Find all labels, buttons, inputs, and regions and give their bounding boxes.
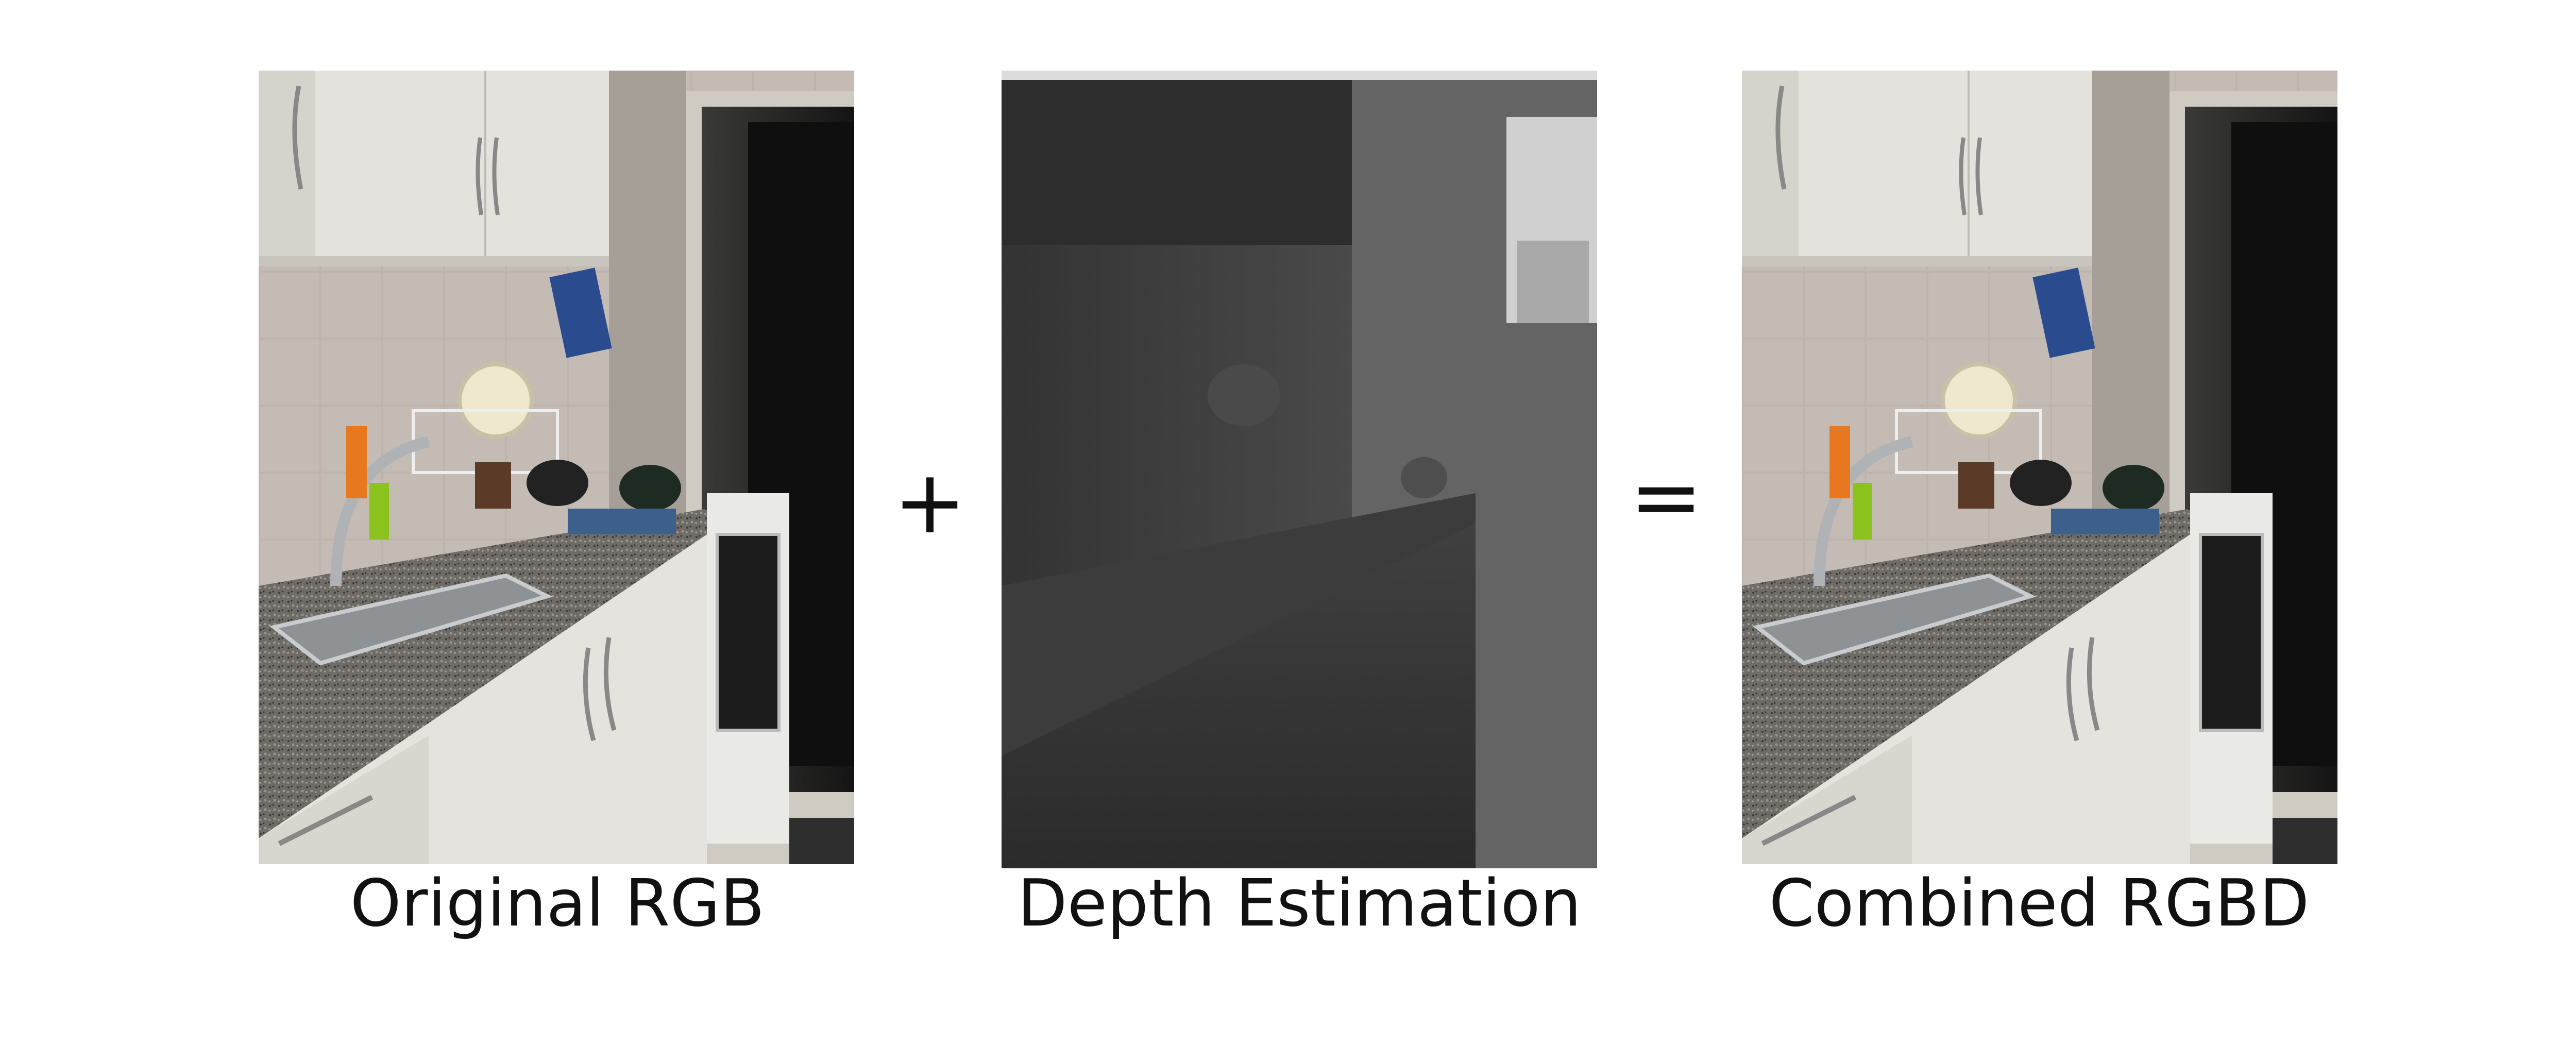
depth-estimation-caption: Depth Estimation [1017, 865, 1582, 941]
depth-estimation-image [1002, 71, 1597, 868]
plus-operator: + [893, 451, 967, 553]
original-rgb-image [259, 71, 854, 864]
equals-operator: = [1629, 446, 1703, 548]
combined-rgbd-image [1742, 71, 2337, 864]
original-rgb-caption: Original RGB [350, 865, 765, 941]
combined-rgbd-caption: Combined RGBD [1769, 865, 2310, 941]
